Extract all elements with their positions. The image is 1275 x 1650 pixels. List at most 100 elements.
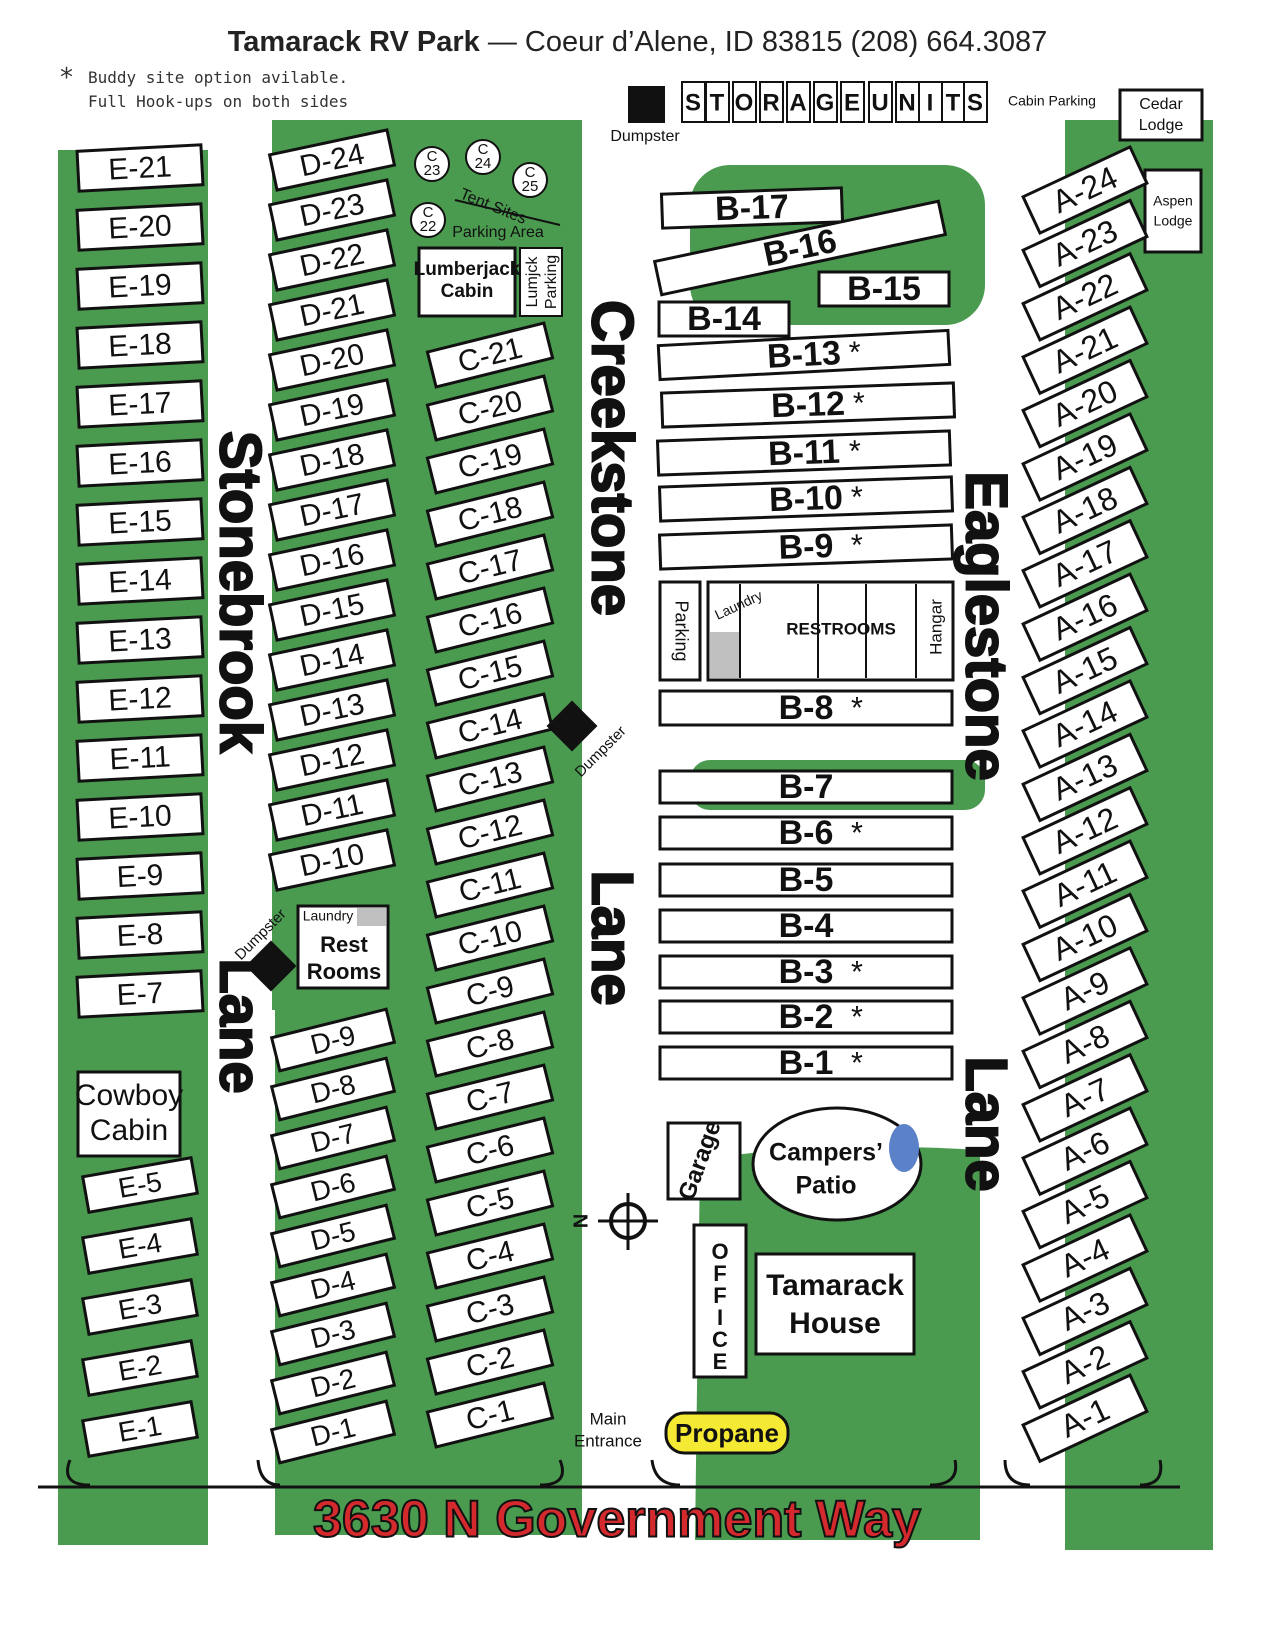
site-label: E-1 <box>116 1410 164 1448</box>
road-curb <box>256 1459 281 1487</box>
site-label: E-7 <box>116 977 164 1012</box>
site-box <box>1021 945 1149 1037</box>
tent-site-circle <box>410 202 446 238</box>
site-box <box>267 178 397 242</box>
site-e-8: E-8 <box>75 910 205 960</box>
site-e-9: E-9 <box>75 851 205 901</box>
site-box <box>657 300 791 338</box>
site-c-5: C-5 <box>425 1169 555 1237</box>
site-box <box>267 728 397 792</box>
site-c-11: C-11 <box>425 851 555 919</box>
title-dash: — <box>479 26 525 58</box>
site-a-1: A-1 <box>1021 1373 1149 1464</box>
site-e-20: E-20 <box>75 202 205 252</box>
hangar-label: Hangar <box>926 599 945 655</box>
storage-letter: A <box>789 89 806 116</box>
site-box <box>267 428 397 492</box>
north-label: N <box>569 1214 591 1228</box>
site-box <box>267 328 397 392</box>
propane-box <box>664 1411 790 1455</box>
site-c-8: C-8 <box>425 1010 555 1078</box>
site-label: E-11 <box>109 740 172 776</box>
site-box <box>1021 678 1149 770</box>
campers-patio-label: Campers’ <box>769 1139 883 1167</box>
street-address: 3630 N Government Way <box>313 1491 921 1549</box>
site-label: E-20 <box>108 209 173 245</box>
site-box <box>425 957 555 1025</box>
office-letter: O <box>711 1239 728 1264</box>
tent-site-number: 24 <box>475 155 492 172</box>
site-e-16: E-16 <box>75 438 205 488</box>
site-d-12: D-12 <box>267 728 397 792</box>
site-box <box>75 674 205 724</box>
site-label: E-18 <box>108 327 173 363</box>
sites-layer: E-21E-20E-19E-18E-17E-16E-15E-14E-13E-12… <box>38 81 1204 1489</box>
site-label: B-15 <box>847 270 921 308</box>
site-box <box>80 1216 200 1276</box>
site-label: B-12 <box>771 385 846 426</box>
site-box <box>269 1056 397 1122</box>
site-box <box>267 478 397 542</box>
site-box <box>1021 518 1149 609</box>
site-box <box>658 689 954 727</box>
site-box <box>269 1350 397 1416</box>
site-box <box>267 828 397 892</box>
site-b-10: B-10* <box>657 475 955 523</box>
site-box <box>425 1222 555 1290</box>
site-box <box>652 199 948 297</box>
site-box <box>1021 251 1149 342</box>
park-location: Coeur d’Alene, ID 83815 (208) 664.3087 <box>524 26 1048 58</box>
site-box <box>425 586 555 654</box>
site-box <box>1021 411 1149 503</box>
tent-site-circle <box>414 146 450 182</box>
site-label: E-10 <box>108 799 173 835</box>
storage-cell <box>868 81 893 123</box>
parking-box <box>658 580 702 682</box>
site-box <box>269 1399 397 1465</box>
buddy-star-icon: * <box>852 386 865 420</box>
tent-site-c-24: C24 <box>465 139 501 175</box>
site-c-9: C-9 <box>425 957 555 1025</box>
legend-line-1: Buddy site option avilable. <box>88 68 349 87</box>
site-box <box>267 378 397 442</box>
site-box <box>658 769 954 805</box>
site-b-17: B-17 <box>659 186 845 230</box>
site-box <box>425 1381 555 1449</box>
storage-letter: T <box>946 89 961 116</box>
site-box <box>657 475 955 523</box>
main-entrance-label: Main <box>590 1409 627 1428</box>
storage-cell <box>840 81 865 123</box>
site-box <box>655 429 953 477</box>
legend-line-2: Full Hook-ups on both sides <box>88 92 349 111</box>
site-label: E-19 <box>108 268 173 304</box>
aspen-lodge-label: Lodge <box>1154 213 1193 229</box>
buddy-star-icon: * <box>851 1000 863 1034</box>
site-box <box>75 733 205 783</box>
buddy-star-icon: * <box>848 335 862 370</box>
site-box <box>1021 1266 1149 1357</box>
site-box <box>269 1105 397 1171</box>
tent-site-circle <box>512 162 548 198</box>
site-label: B-9 <box>778 527 834 567</box>
site-box <box>425 321 555 389</box>
site-e-15: E-15 <box>75 497 205 547</box>
buddy-star-icon: * <box>851 691 863 725</box>
storage-cell <box>705 81 730 123</box>
site-box <box>267 778 397 842</box>
site-b-2: B-2* <box>658 998 954 1036</box>
storage-letter: N <box>898 89 915 116</box>
site-d-16: D-16 <box>267 528 397 592</box>
lumberjack-parking-box <box>519 247 563 317</box>
site-e-10: E-10 <box>75 792 205 842</box>
site-box <box>267 678 397 742</box>
garage: Garage <box>666 1117 742 1204</box>
campers-patio-label: Patio <box>795 1172 856 1200</box>
site-b-5: B-5 <box>658 861 954 899</box>
office-box <box>692 1223 748 1379</box>
site-box <box>1021 839 1149 930</box>
site-e-1: E-1 <box>80 1399 200 1459</box>
buddy-star-icon: * <box>851 816 863 850</box>
